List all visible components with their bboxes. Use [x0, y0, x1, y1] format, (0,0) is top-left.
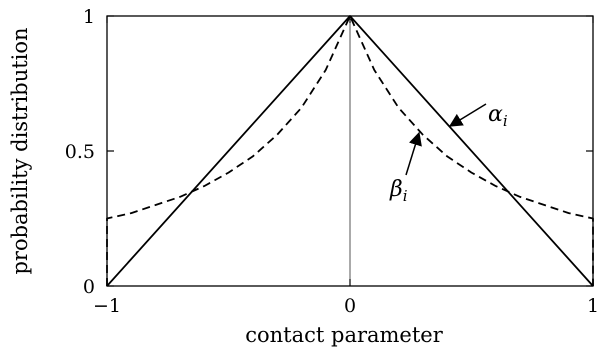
annotation-label-1: βi — [389, 177, 408, 205]
y-axis-label: probability distribution — [8, 27, 32, 274]
y-tick-label: 0.5 — [65, 141, 95, 163]
annotation-arrow-0 — [448, 103, 487, 127]
y-tick-label: 0 — [83, 276, 95, 298]
series-line-0 — [106, 15, 594, 287]
x-axis-label: contact parameter — [245, 323, 443, 347]
annotation-subscript-1: i — [403, 187, 408, 205]
x-tick-label: −1 — [93, 295, 121, 317]
y-tick-label: 1 — [83, 6, 95, 28]
x-tick-label: 1 — [587, 295, 599, 317]
annotation-subscript-0: i — [503, 112, 508, 130]
annotation-arrow-1 — [405, 131, 422, 176]
annotation-label-0: αi — [488, 102, 508, 130]
series-line-1 — [106, 15, 594, 286]
x-tick-label: 0 — [344, 295, 356, 317]
